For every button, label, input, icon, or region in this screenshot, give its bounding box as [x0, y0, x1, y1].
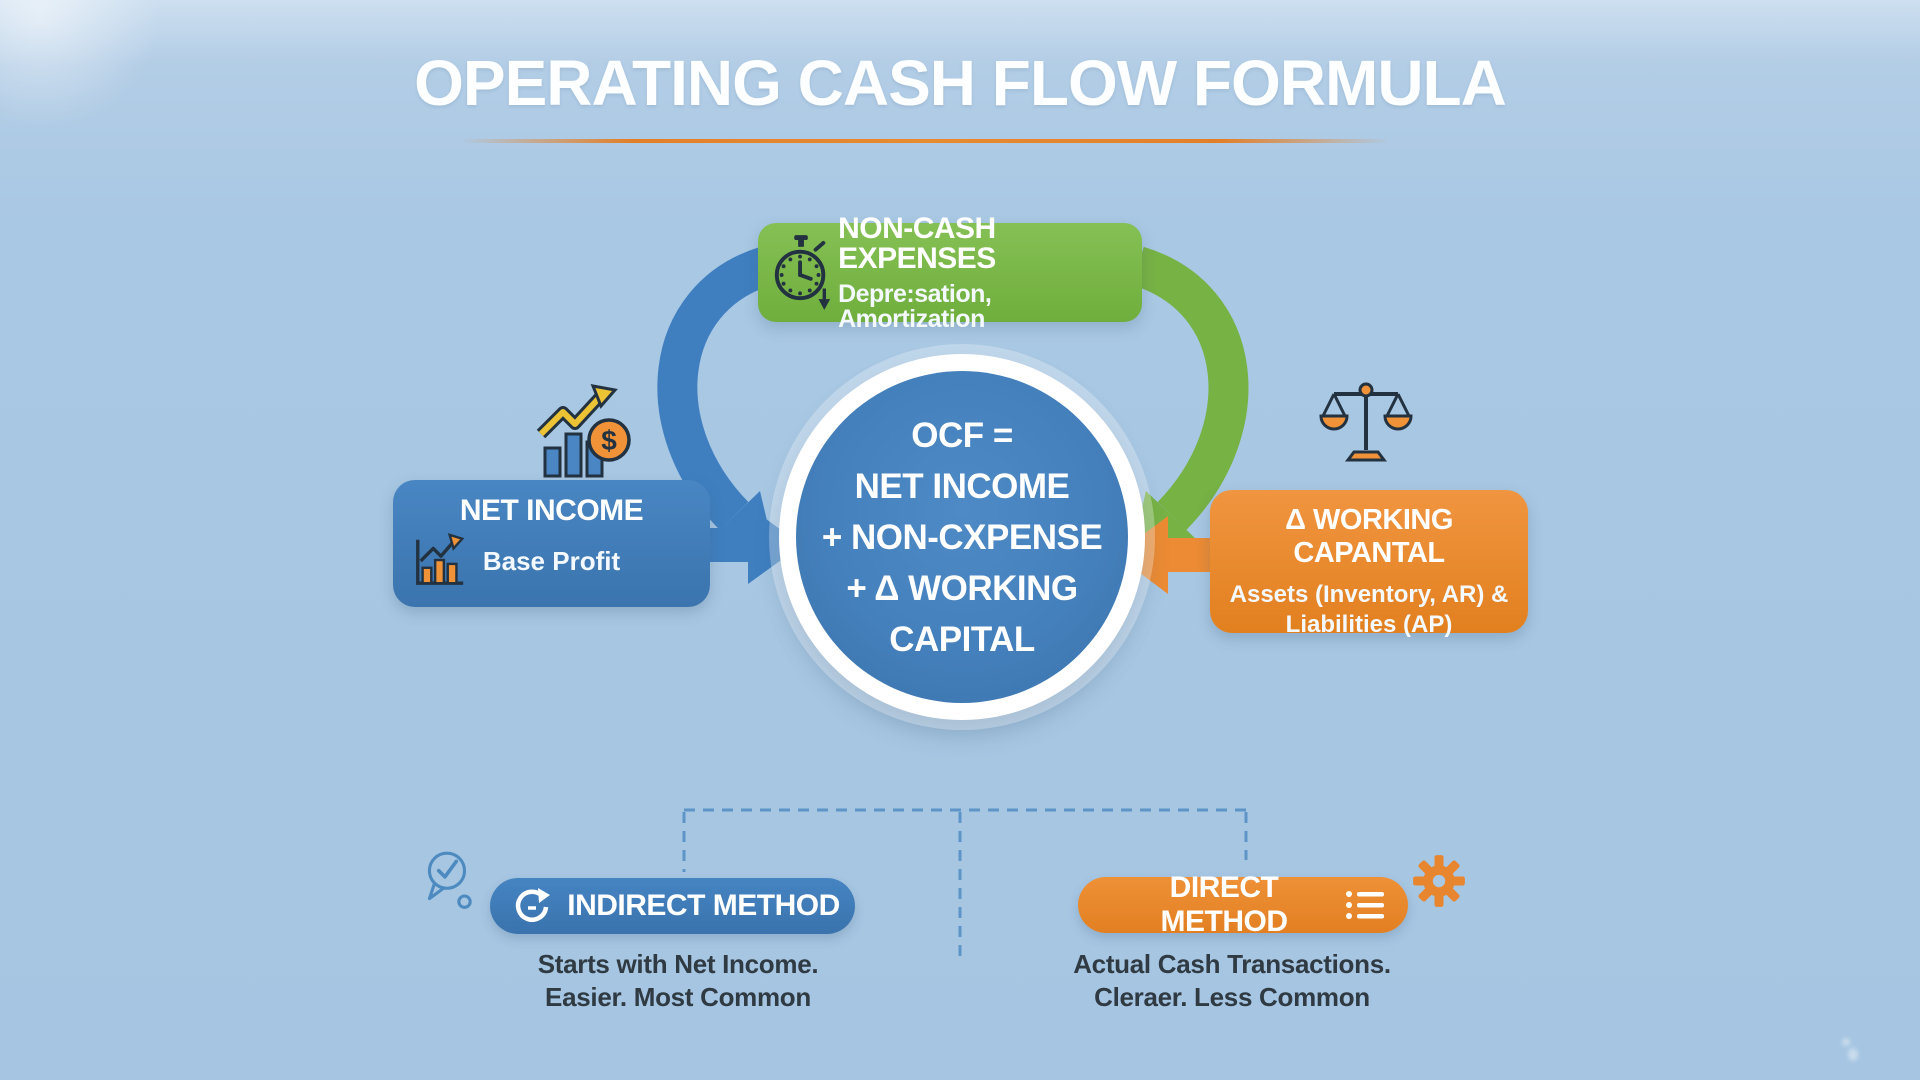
- refresh-icon: [515, 888, 550, 922]
- non-cash-expenses-title: NON-CASH EXPENSES: [838, 211, 996, 275]
- bar-chart-icon: [416, 533, 465, 585]
- indirect-method-label: INDIRECT METHOD: [567, 889, 840, 922]
- indirect-method-pill: INDIRECT METHOD: [490, 878, 855, 934]
- ocf-formula-text: OCF = NET INCOME + NON-CXPENSE + Δ WORKI…: [796, 371, 1128, 703]
- direct-method-description: Actual Cash Transactions. Cleraer. Less …: [1073, 949, 1391, 1012]
- growth-chart-dollar-icon: $: [536, 384, 631, 478]
- non-cash-expenses-box: NON-CASH EXPENSES Depre:sation, Amortiza…: [758, 213, 1142, 331]
- page-title: OPERATING CASH FLOW FORMULA: [414, 47, 1507, 119]
- net-income-title: NET INCOME: [459, 494, 644, 527]
- non-cash-expenses-subtitle: Depre:sation, Amortization: [838, 279, 992, 333]
- working-capital-title: Δ WORKING CAPANTAL: [1285, 504, 1453, 569]
- net-income-box: NET INCOME Base Profit: [393, 480, 710, 607]
- ocf-formula-circle: OCF = NET INCOME + NON-CXPENSE + Δ WORKI…: [779, 354, 1145, 720]
- direct-method-pill: DIRECT METHOD: [1078, 871, 1408, 938]
- title-underline: [460, 139, 1390, 143]
- net-income-arrow: [704, 506, 802, 584]
- svg-text:$: $: [601, 425, 617, 456]
- working-capital-box: Δ WORKING CAPANTAL Assets (Inventory, AR…: [1210, 490, 1528, 638]
- stopwatch-icon: [774, 234, 831, 310]
- speech-bubble-check-icon: [427, 851, 472, 909]
- direct-method-label: DIRECT METHOD: [1160, 871, 1289, 938]
- balance-scale-icon: [1319, 382, 1413, 462]
- net-income-subtitle: Base Profit: [482, 546, 621, 576]
- watermark-smudge: [1838, 1038, 1860, 1064]
- list-icon: [1346, 891, 1384, 919]
- indirect-method-description: Starts with Net Income. Easier. Most Com…: [537, 949, 819, 1012]
- methods-dashed-connector: [682, 808, 1248, 956]
- gear-icon: [1413, 855, 1465, 907]
- working-capital-subtitle: Assets (Inventory, AR) & Liabilities (AP…: [1229, 581, 1509, 638]
